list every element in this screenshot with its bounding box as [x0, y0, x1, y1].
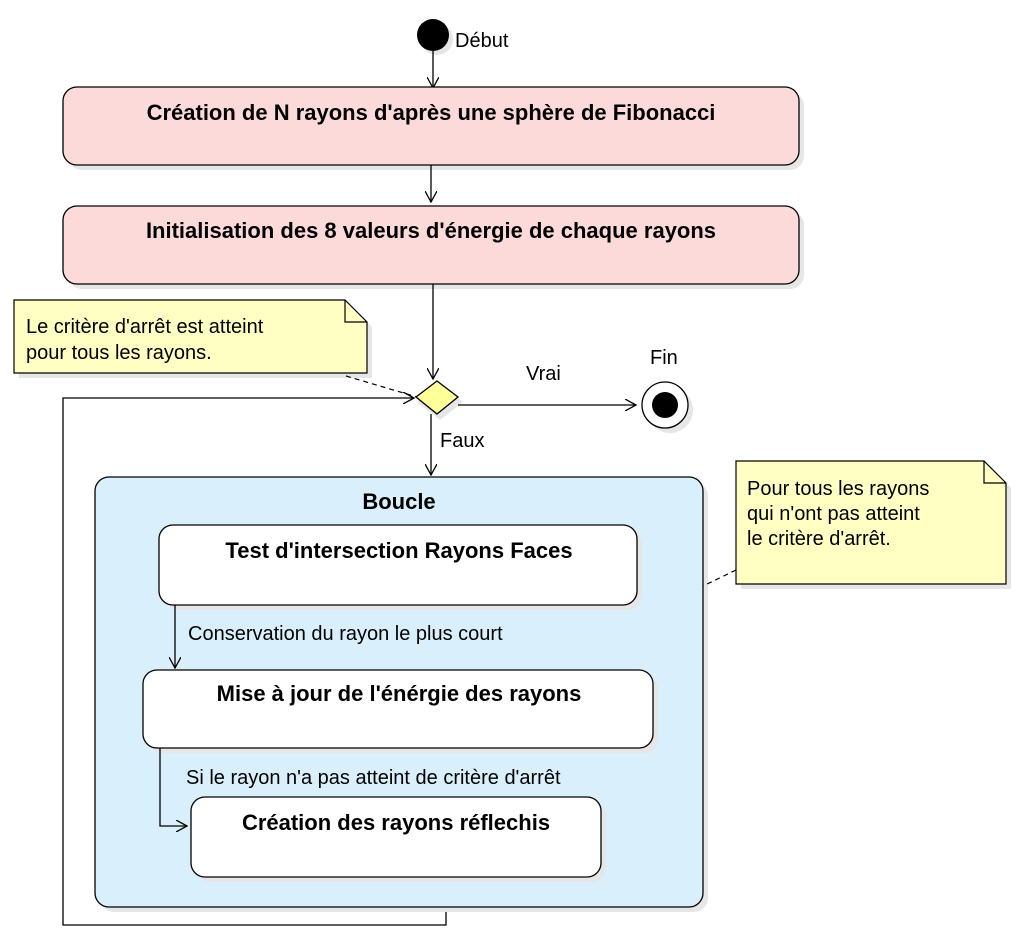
action-reflected-label: Création des rayons réflechis: [242, 810, 550, 835]
decision-node: [414, 380, 463, 420]
note-for-all-rays-line3: le critère d'arrêt.: [747, 528, 891, 550]
flow-if-not-stopped-label: Si le rayon n'a pas atteint de critère d…: [186, 767, 561, 789]
action-fibonacci: Création de N rayons d'après une sphère …: [62, 86, 804, 170]
flow-keep-shortest-label: Conservation du rayon le plus court: [188, 623, 503, 645]
note-for-all-rays-line1: Pour tous les rayons: [747, 478, 929, 500]
note-stop-criterion: Le critère d'arrêt est atteint pour tous…: [13, 299, 372, 378]
action-update-energy-label: Mise à jour de l'énérgie des rayons: [217, 681, 582, 706]
flow-update-to-reflected: [159, 748, 187, 826]
decision-false-label: Faux: [440, 430, 484, 452]
start-label: Début: [455, 30, 509, 52]
action-intersection: Test d'intersection Rayons Faces: [158, 524, 642, 610]
action-reflected: Création des rayons réflechis: [190, 796, 606, 882]
start-node: [417, 19, 453, 55]
decision-true-label: Vrai: [526, 363, 561, 385]
note-connector-for-all: [702, 569, 737, 587]
action-fibonacci-label: Création de N rayons d'après une sphère …: [147, 100, 716, 125]
note-for-all-rays: Pour tous les rayons qui n'ont pas attei…: [735, 460, 1011, 589]
action-init-energy: Initialisation des 8 valeurs d'énergie d…: [62, 205, 804, 289]
action-update-energy: Mise à jour de l'énérgie des rayons: [142, 669, 658, 753]
note-stop-criterion-line1: Le critère d'arrêt est atteint: [26, 316, 264, 338]
flow-loop-back: [62, 398, 447, 926]
end-label: Fin: [650, 347, 678, 369]
note-for-all-rays-line2: qui n'ont pas atteint: [747, 503, 920, 525]
note-connector-stop: [345, 375, 418, 398]
action-init-energy-label: Initialisation des 8 valeurs d'énergie d…: [146, 218, 716, 243]
note-stop-criterion-line2: pour tous les rayons.: [26, 342, 212, 364]
end-node: [641, 381, 693, 433]
loop-title: Boucle: [362, 489, 435, 514]
action-intersection-label: Test d'intersection Rayons Faces: [225, 538, 572, 563]
